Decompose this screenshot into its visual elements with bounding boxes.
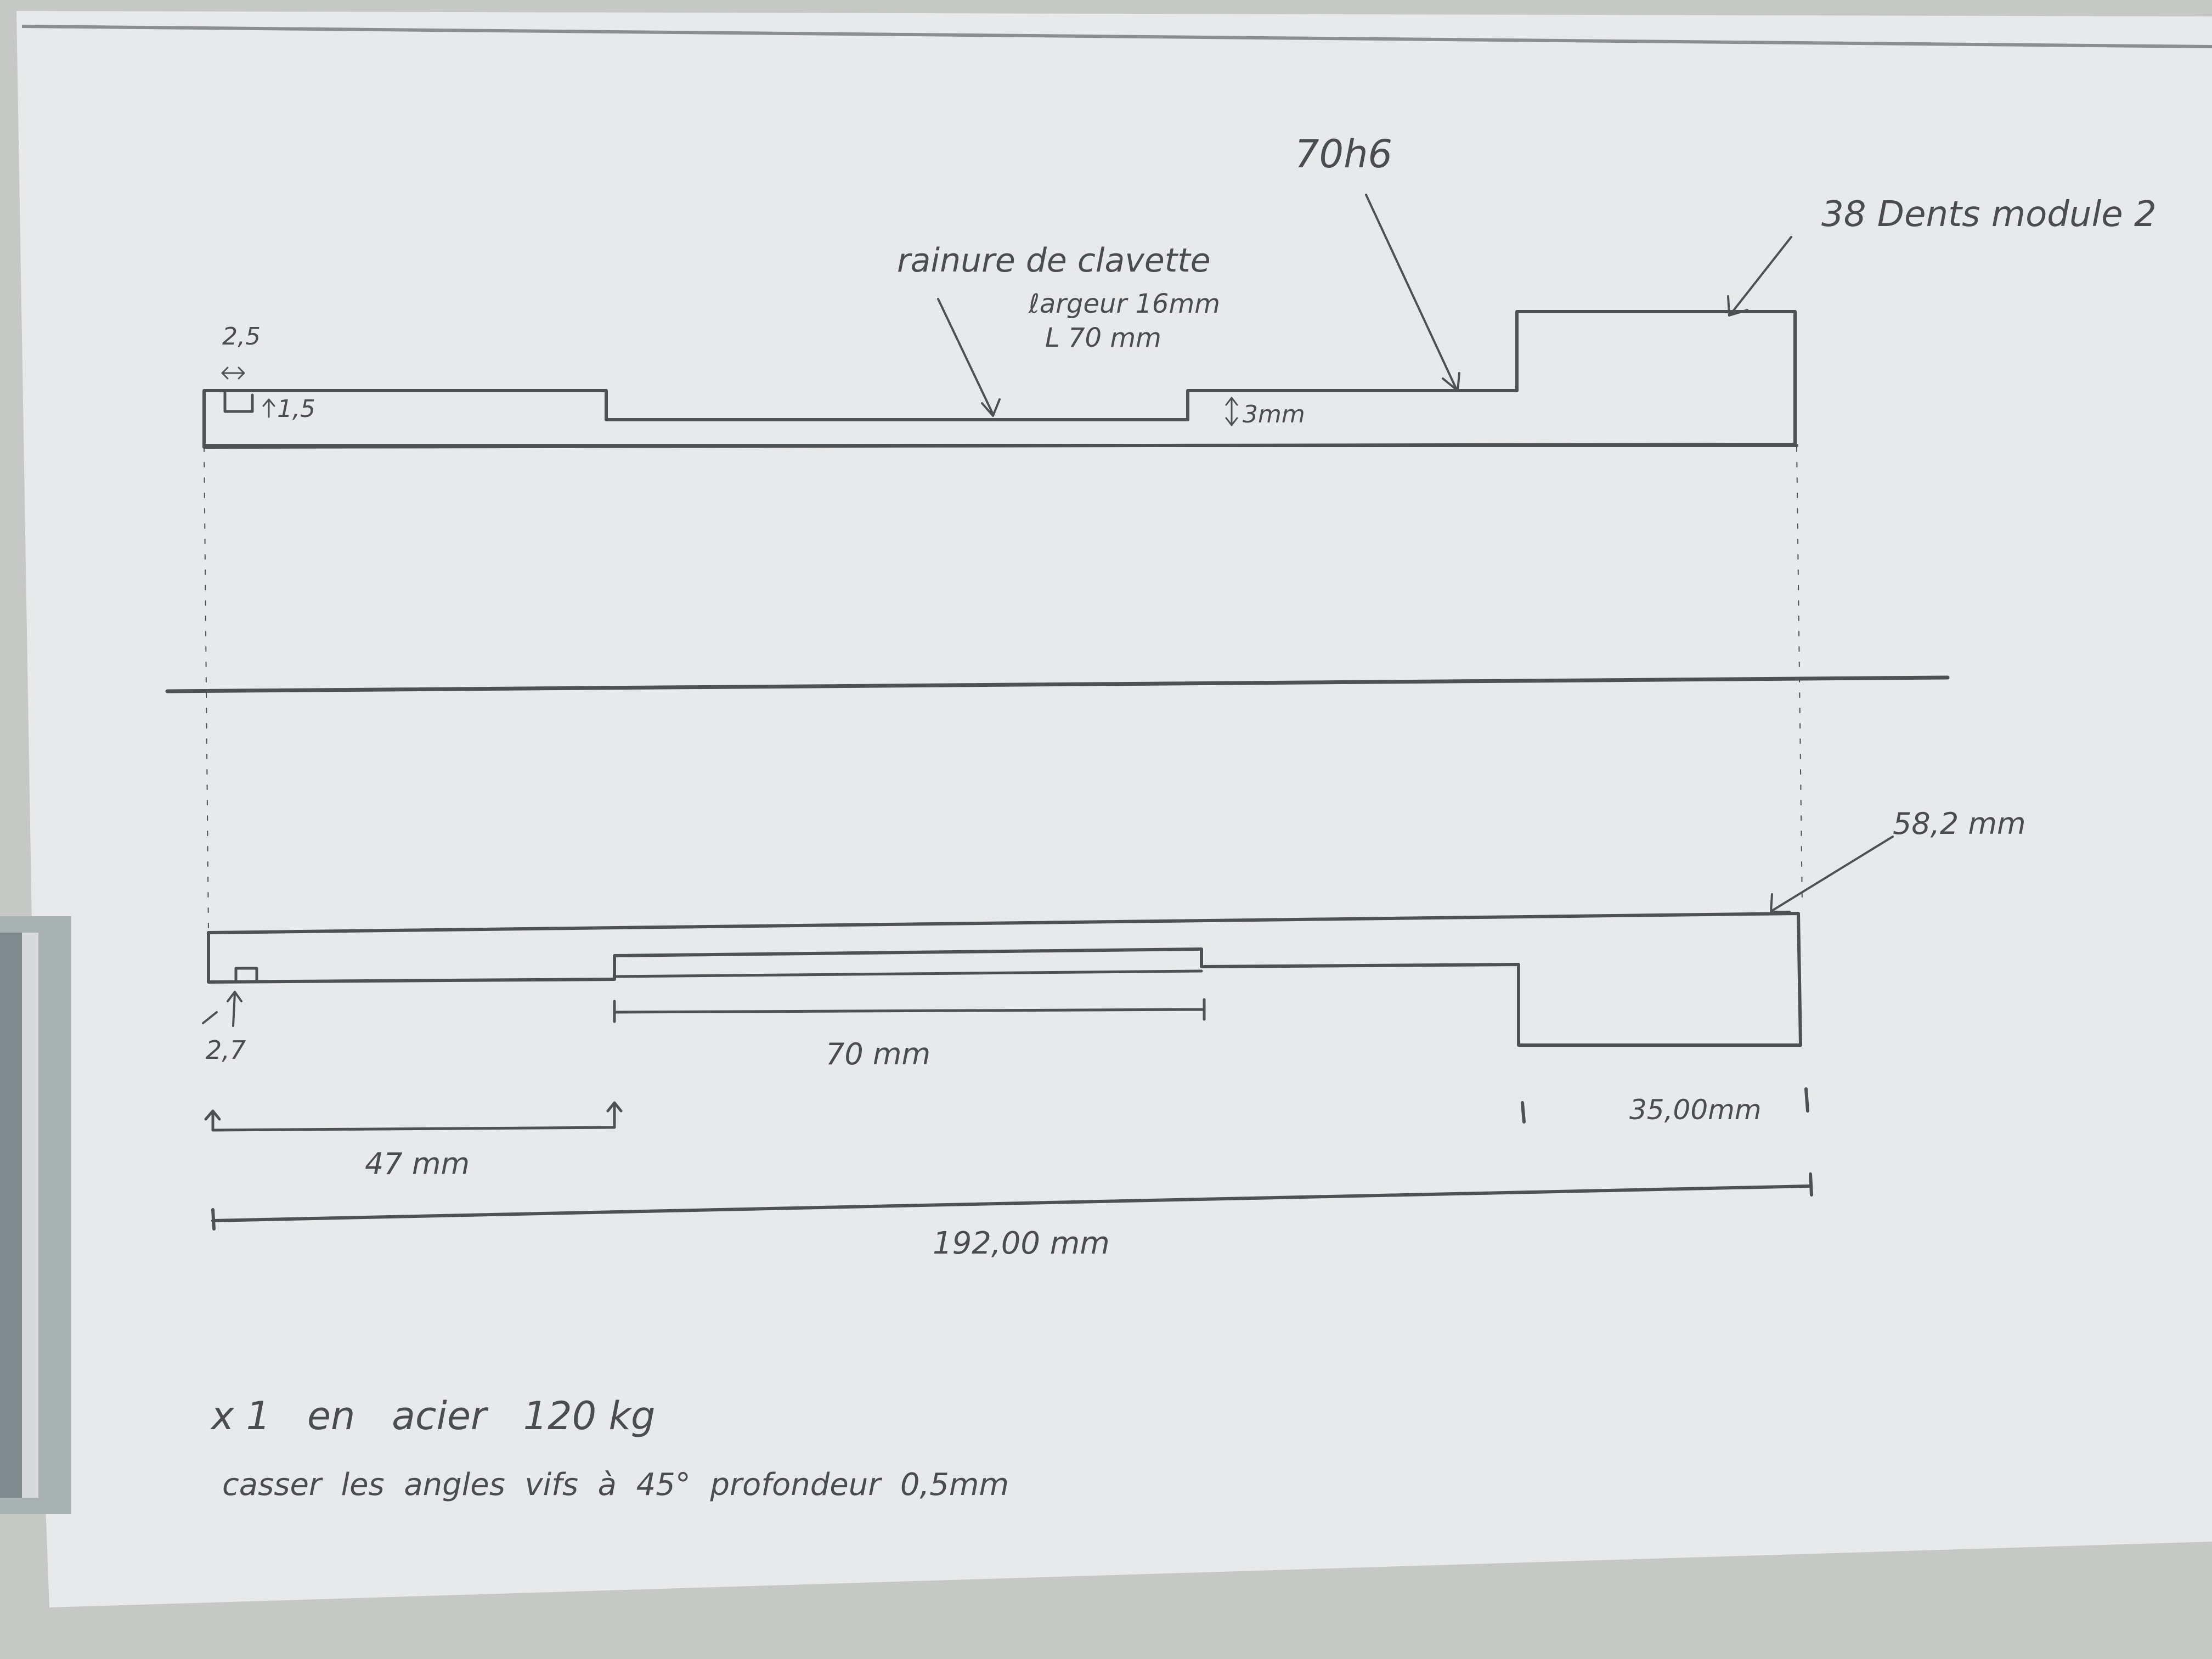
chamfer-notch bbox=[223, 389, 254, 413]
arrow-tolerance bbox=[1365, 194, 1460, 392]
step-small-notch bbox=[234, 967, 258, 984]
label-keyway-len: 70 mm bbox=[826, 1037, 930, 1071]
bottom-shaft-outline bbox=[207, 912, 1802, 1047]
dim-shoulder-47 bbox=[204, 1101, 623, 1132]
label-keyway-width: ℓargeur 16mm bbox=[1028, 289, 1220, 319]
side-line-right bbox=[1796, 447, 1803, 906]
label-keyway-length: L 70 mm bbox=[1045, 323, 1161, 353]
dim-keyway-70 bbox=[613, 998, 1206, 1023]
label-gear: 38 Dents module 2 bbox=[1821, 194, 2157, 235]
dim-total-192 bbox=[211, 1172, 1813, 1231]
label-gear-len: 35,00mm bbox=[1629, 1094, 1762, 1126]
side-line-left bbox=[204, 447, 209, 933]
notes: x 1 en acier 120 kg casser les angles vi… bbox=[210, 1393, 1009, 1503]
bottom-view: 58,2 mm 2,7 70 mm 35,00mm 47 mm 192,00 m… bbox=[202, 806, 2026, 1261]
arrow-depth-1 bbox=[262, 398, 275, 418]
paper-top-edge bbox=[21, 25, 2212, 48]
paper-sheet bbox=[16, 11, 2212, 1607]
keyway-inner-line bbox=[613, 969, 1203, 978]
label-keyway-title: rainure de clavette bbox=[897, 241, 1211, 280]
arrow-step bbox=[202, 991, 242, 1027]
arrow-chamfer bbox=[221, 366, 245, 380]
label-step-small: 2,7 bbox=[206, 1035, 246, 1065]
label-gear-diameter: 58,2 mm bbox=[1893, 806, 2026, 841]
label-shoulder-pos: 47 mm bbox=[365, 1147, 470, 1181]
top-view: 70h6 38 Dents module 2 rainure de clavet… bbox=[165, 132, 2157, 933]
arrow-depth-3 bbox=[1225, 397, 1238, 426]
dim-gear-35-ticks bbox=[1521, 1087, 1809, 1124]
arrow-gear-diameter bbox=[1770, 836, 1894, 913]
note-line-2: casser les angles vifs à 45° profondeur … bbox=[222, 1467, 1009, 1503]
arrow-keyway bbox=[937, 298, 1001, 417]
arrow-gear bbox=[1727, 236, 1792, 317]
axis-centerline bbox=[165, 675, 1950, 693]
label-chamfer-depth: 1,5 bbox=[277, 395, 315, 423]
ruler bbox=[0, 916, 71, 1514]
label-chamfer-length: 2,5 bbox=[222, 323, 261, 351]
note-line-1: x 1 en acier 120 kg bbox=[210, 1393, 655, 1438]
label-groove-depth: 3mm bbox=[1243, 400, 1305, 428]
label-tolerance: 70h6 bbox=[1295, 132, 1392, 177]
top-shaft-outline bbox=[202, 310, 1797, 449]
label-total-len: 192,00 mm bbox=[933, 1226, 1110, 1261]
